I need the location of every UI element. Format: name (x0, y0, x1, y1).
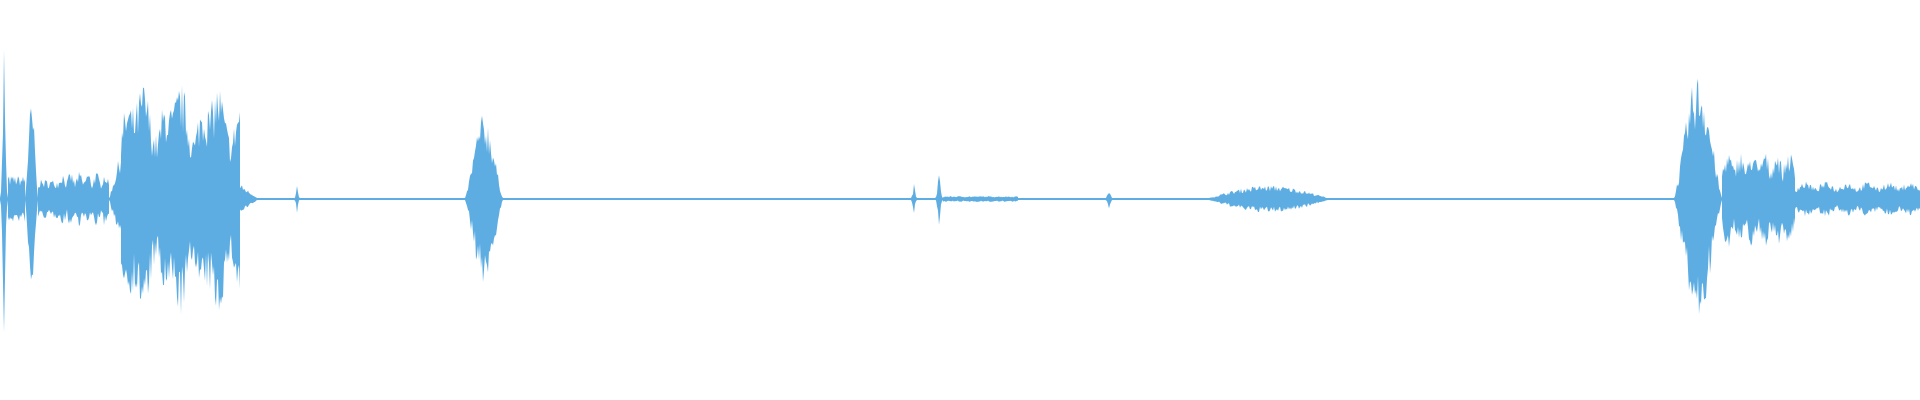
waveform-segment-4 (58, 171, 109, 227)
waveform-segment-7 (240, 185, 259, 211)
waveform-segment-10 (910, 184, 918, 213)
waveform-segment-8 (294, 186, 300, 213)
waveform-segment-13 (1104, 193, 1114, 209)
waveform-segment-15 (1674, 78, 1722, 315)
waveform-segment-3 (38, 179, 58, 218)
waveform-segment-1 (8, 176, 25, 222)
waveform-segment-12 (943, 196, 1018, 202)
waveform-body (0, 49, 1920, 333)
waveform-segment-14 (1206, 185, 1331, 212)
waveform-segment-2 (25, 108, 38, 280)
waveform-segment-11 (935, 175, 943, 225)
waveform-segment-6 (121, 84, 240, 315)
waveform-segment-16 (1722, 153, 1795, 247)
waveform-segment-9 (465, 115, 503, 282)
waveform-segment-5 (109, 161, 121, 229)
waveform-segment-17 (1795, 181, 1920, 217)
waveform-segment-0 (0, 49, 8, 333)
